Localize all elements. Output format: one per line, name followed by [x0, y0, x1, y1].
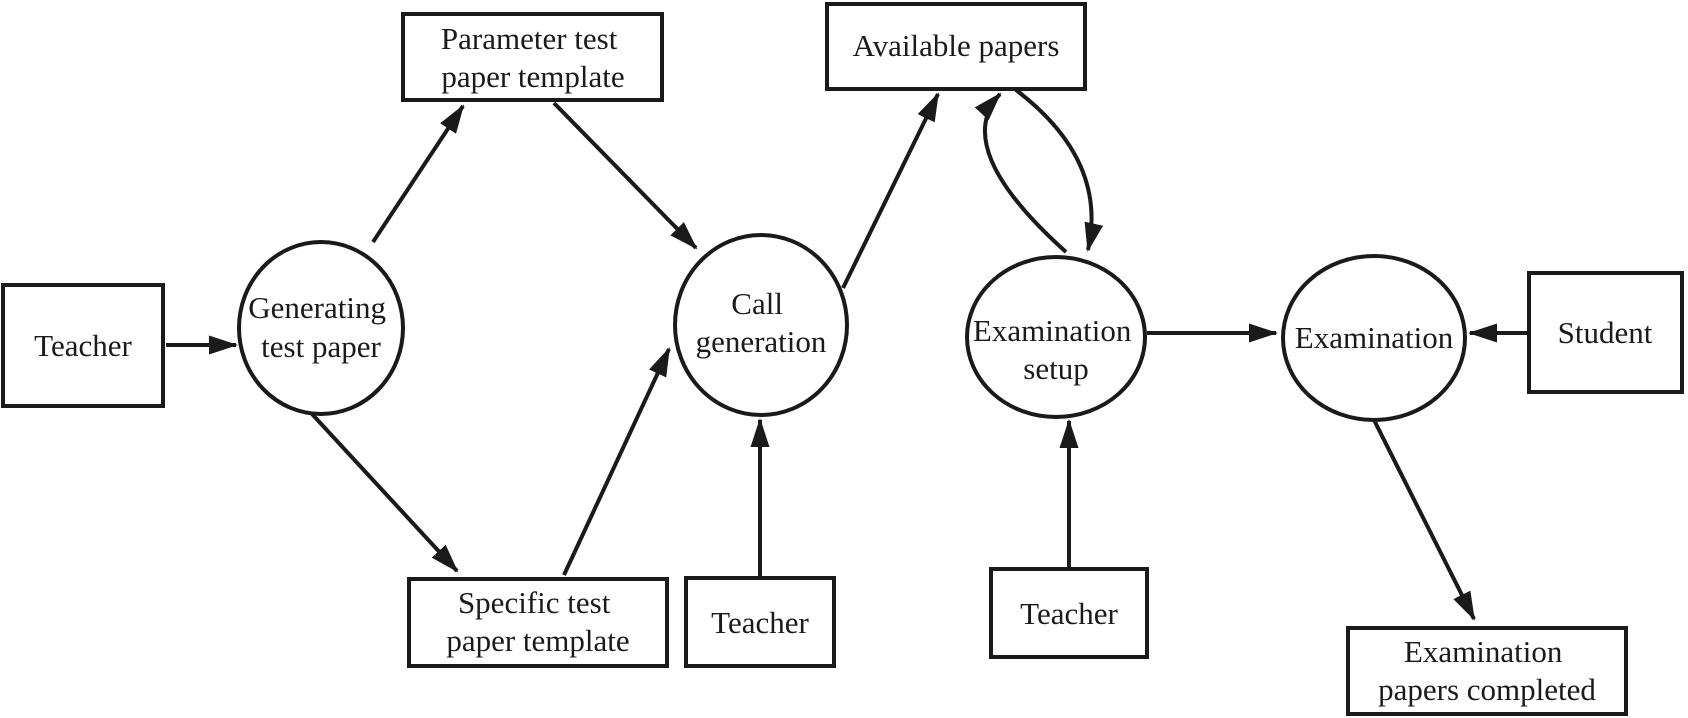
examination-circle: [1281, 254, 1467, 422]
teacher-left-label: Teacher: [34, 328, 132, 363]
arrow-generating-to-specific-template: [310, 412, 459, 573]
store-specific-template: Specific test paper template: [407, 577, 669, 668]
parameter-template-box: [401, 12, 664, 102]
specific-template-label: Specific test paper template: [446, 585, 629, 658]
call-generation-circle: [673, 233, 849, 417]
teacher-call-box: [684, 576, 836, 668]
parameter-template-label: Parameter test paper template: [441, 21, 625, 94]
generating-test-paper-circle: [237, 240, 405, 416]
process-examination: Examination: [1281, 254, 1467, 422]
process-generating-test-paper: Generating test paper: [237, 240, 405, 416]
arrow-call-generation-to-available-papers: [841, 92, 940, 289]
entity-teacher-call: Teacher: [684, 576, 836, 668]
store-papers-completed: Examination papers completed: [1346, 626, 1628, 716]
arrow-available-papers-to-examination-setup: [1014, 88, 1104, 252]
examination-setup-circle: [965, 255, 1147, 419]
teacher-setup-label: Teacher: [1020, 596, 1118, 631]
student-box: [1527, 271, 1684, 394]
store-parameter-template: Parameter test paper template: [401, 12, 664, 102]
specific-template-box: [407, 577, 669, 668]
arrow-examination-to-papers-completed: [1370, 415, 1476, 621]
edges-layer: [166, 88, 1527, 621]
process-call-generation: Call generation: [673, 233, 849, 417]
arrow-examination-setup-to-available-papers: [974, 92, 1068, 254]
arrow-specific-template-to-call-generation: [562, 347, 671, 576]
student-label: Student: [1558, 315, 1653, 350]
arrow-parameter-template-to-call-generation: [552, 101, 698, 250]
call-generation-label: Call generation: [696, 286, 827, 359]
examination-label: Examination: [1295, 320, 1454, 355]
papers-completed-label: Examination papers completed: [1378, 634, 1596, 707]
arrow-generating-to-parameter-template: [371, 104, 465, 244]
available-papers-label: Available papers: [853, 28, 1060, 63]
examination-setup-label: Examination setup: [973, 313, 1139, 386]
entity-student: Student: [1527, 271, 1684, 394]
entity-teacher-left: Teacher: [1, 283, 165, 408]
process-examination-setup: Examination setup: [965, 255, 1147, 419]
teacher-left-box: [1, 283, 165, 408]
papers-completed-box: [1346, 626, 1628, 716]
teacher-setup-box: [989, 567, 1149, 659]
entity-teacher-setup: Teacher: [989, 567, 1149, 659]
available-papers-box: [825, 2, 1087, 91]
generating-test-paper-label: Generating test paper: [248, 290, 393, 364]
teacher-call-label: Teacher: [711, 605, 809, 640]
store-available-papers: Available papers: [825, 2, 1087, 91]
